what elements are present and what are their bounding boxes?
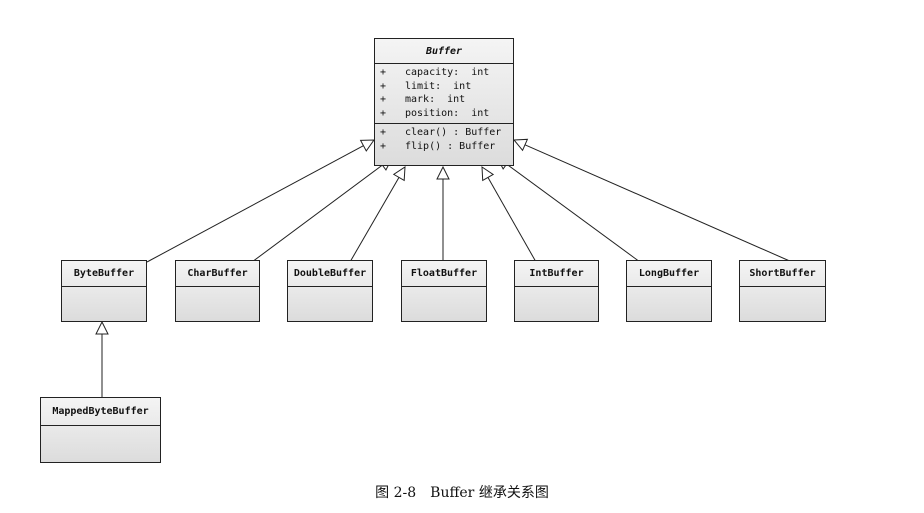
attribute-row: + capacity: int [375,66,513,80]
attribute-signature: mark: int [405,94,466,105]
class-name-mappedbytebuffer: MappedByteBuffer [41,398,160,426]
operations-section: + clear() : Buffer + flip() : Buffer [375,124,513,156]
edge-charbuffer-to-buffer [251,157,393,263]
attribute-row: + mark: int [375,93,513,107]
operation-signature: flip() : Buffer [405,140,496,152]
generalization-line [349,177,400,263]
visibility-public: + [380,94,387,105]
class-name-bytebuffer: ByteBuffer [62,261,146,287]
figure-caption: 图 2-8 Buffer 继承关系图 [375,485,549,501]
hollow-triangle-arrowhead [95,320,109,335]
generalization-line [524,144,793,263]
edge-bytebuffer-to-buffer [146,139,375,263]
edge-floatbuffer-to-buffer [436,165,450,260]
visibility-public: + [380,67,387,78]
visibility-public: + [380,107,387,119]
class-box-mappedbytebuffer[interactable]: MappedByteBuffer [40,397,161,463]
class-box-doublebuffer[interactable]: DoubleBuffer [287,260,373,322]
class-name-doublebuffer: DoubleBuffer [288,261,372,287]
visibility-public: + [380,140,387,152]
edge-shortbuffer-to-buffer [512,138,793,263]
generalization-line [506,163,641,263]
hollow-triangle-arrowhead [512,138,529,152]
generalization-line [251,164,383,263]
hollow-triangle-arrowhead [436,165,450,180]
generalization-line [146,145,364,263]
class-box-floatbuffer[interactable]: FloatBuffer [401,260,487,322]
attribute-signature: capacity: int [405,67,490,78]
class-box-longbuffer[interactable]: LongBuffer [626,260,712,322]
attribute-row: + limit: int [375,80,513,94]
attribute-signature: position: int [405,107,490,119]
attributes-section: + capacity: int + limit: int + mark: int + posi… [375,64,513,124]
class-box-bytebuffer[interactable]: ByteBuffer [61,260,147,322]
edge-mappedbytebuffer-to-bytebuffer [95,320,109,397]
class-name-longbuffer: LongBuffer [627,261,711,287]
class-name-buffer: Buffer [375,39,513,64]
operation-signature: clear() : Buffer [405,127,502,138]
hollow-triangle-arrowhead [392,166,406,182]
attribute-row: + position: int [375,107,513,121]
class-box-buffer[interactable]: Buffer + capacity: int + limit: int + mark: i… [374,38,514,166]
edge-doublebuffer-to-buffer [349,166,406,263]
attribute-signature: limit: int [405,80,472,92]
hollow-triangle-arrowhead [359,139,375,152]
class-name-charbuffer: CharBuffer [176,261,259,287]
class-box-charbuffer[interactable]: CharBuffer [175,260,260,322]
operation-row: + clear() : Buffer [375,126,513,140]
operation-row: + flip() : Buffer [375,140,513,154]
class-box-intbuffer[interactable]: IntBuffer [514,260,599,322]
class-name-intbuffer: IntBuffer [515,261,598,287]
hollow-triangle-arrowhead [481,166,495,182]
visibility-public: + [380,80,387,92]
edge-intbuffer-to-buffer [481,166,537,263]
generalization-line [487,177,537,263]
class-name-shortbuffer: ShortBuffer [740,261,825,287]
class-name-floatbuffer: FloatBuffer [402,261,486,287]
edge-longbuffer-to-buffer [496,156,641,263]
visibility-public: + [380,127,387,138]
class-box-shortbuffer[interactable]: ShortBuffer [739,260,826,322]
